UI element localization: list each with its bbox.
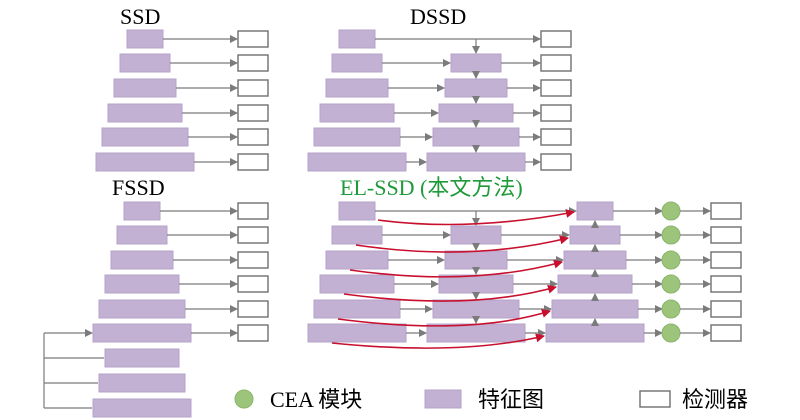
dssd-detector-2: [540, 54, 572, 72]
elssd-red-skip-3: [349, 259, 563, 278]
cea-module-3: [661, 250, 681, 270]
elssd-detector-1: [710, 202, 742, 220]
elssd-detector-6: [710, 324, 742, 342]
elssd-deconv-map-2: [450, 225, 502, 245]
elssd-feature-map-4: [319, 274, 395, 294]
dssd-title: DSSD: [410, 4, 466, 29]
dssd-feature-map-3: [325, 78, 389, 98]
elssd-detector-3: [710, 251, 742, 269]
elssd-feature-map-1: [338, 201, 376, 221]
dssd-feature-map-1: [338, 29, 376, 49]
legend-feature-swatch: [424, 389, 462, 409]
elssd-feature-map-3: [325, 250, 389, 270]
dssd-detector-6: [540, 153, 572, 171]
legend-cea-label: CEA 模块: [270, 387, 362, 412]
legend-detector-swatch: [639, 390, 671, 408]
ssd-feature-map-5: [101, 127, 189, 147]
elssd-red-skip-2: [355, 235, 569, 253]
ssd-feature-map-3: [113, 78, 177, 98]
elssd-fused-map-5: [551, 299, 639, 319]
fssd-feature-map-6: [92, 323, 192, 343]
fssd-detector-4: [237, 275, 269, 293]
cea-module-6: [661, 323, 681, 343]
elssd-red-skip-6: [331, 333, 545, 349]
dssd-detector-4: [540, 104, 572, 122]
ssd-detector-2: [237, 54, 269, 72]
elssd-fused-map-4: [557, 274, 633, 294]
fssd-title: FSSD: [112, 175, 165, 200]
dssd-deconv-map-3: [444, 78, 508, 98]
fssd-detector-3: [237, 251, 269, 269]
dssd-detector-5: [540, 128, 572, 146]
elssd-deconv-map-6: [426, 323, 526, 343]
elssd-detector-2: [710, 226, 742, 244]
fssd-input-map-2: [98, 373, 186, 393]
ssd-detector-4: [237, 104, 269, 122]
elssd-red-skip-4: [343, 284, 557, 302]
elssd-deconv-map-4: [438, 274, 514, 294]
elssd-red-skip-1: [377, 209, 575, 226]
cea-module-4: [661, 274, 681, 294]
dssd-feature-map-2: [331, 53, 383, 73]
legend-cea-swatch: [234, 389, 254, 409]
dssd-deconv-map-4: [438, 103, 514, 123]
elssd-title: EL-SSD (本文方法): [340, 175, 523, 200]
fssd-detector-2: [237, 226, 269, 244]
ssd-detector-1: [237, 30, 269, 48]
dssd-detector-1: [540, 30, 572, 48]
elssd-deconv-map-3: [444, 250, 508, 270]
fssd-detector-5: [237, 300, 269, 318]
ssd-feature-map-6: [95, 152, 195, 172]
elssd-red-skip-5: [337, 309, 551, 327]
fssd-feature-map-3: [110, 250, 174, 270]
fssd-feature-map-1: [123, 201, 161, 221]
ssd-title: SSD: [120, 4, 160, 29]
dssd-deconv-map-5: [432, 127, 520, 147]
legend: CEA 模块 特征图 检测器: [234, 387, 748, 412]
fssd-feature-map-5: [98, 299, 186, 319]
dssd-detector-3: [540, 79, 572, 97]
dssd-feature-map-6: [307, 152, 407, 172]
fssd-feature-map-4: [104, 274, 180, 294]
elssd-detector-4: [710, 275, 742, 293]
elssd-deconv-map-5: [432, 299, 520, 319]
ssd-detector-3: [237, 79, 269, 97]
elssd-feature-map-5: [313, 299, 401, 319]
elssd-detector-5: [710, 300, 742, 318]
fssd-input-map-3: [92, 398, 192, 418]
dssd-feature-map-4: [319, 103, 395, 123]
legend-detector-label: 检测器: [682, 387, 748, 412]
ssd-feature-map-4: [107, 103, 183, 123]
fssd-detector-1: [237, 202, 269, 220]
cea-module-2: [661, 225, 681, 245]
ssd-detector-5: [237, 128, 269, 146]
dssd-feature-map-5: [313, 127, 401, 147]
legend-feature-label: 特征图: [478, 387, 544, 412]
ssd-feature-map-2: [119, 53, 171, 73]
dssd-deconv-map-6: [426, 152, 526, 172]
elssd-fused-map-1: [576, 201, 614, 221]
fssd-input-map-1: [104, 348, 180, 368]
elssd-panel: EL-SSD (本文方法): [307, 175, 742, 349]
ssd-detector-6: [237, 153, 269, 171]
ssd-feature-map-1: [126, 29, 164, 49]
ssd-panel: SSD: [95, 4, 269, 172]
elssd-fused-map-2: [569, 225, 621, 245]
dssd-deconv-map-2: [450, 53, 502, 73]
fssd-panel: FSSD: [43, 175, 269, 418]
cea-module-5: [661, 299, 681, 319]
fssd-feature-map-2: [116, 225, 168, 245]
fssd-detector-6: [237, 324, 269, 342]
elssd-feature-map-6: [307, 323, 407, 343]
cea-module-1: [661, 201, 681, 221]
dssd-panel: DSSD: [307, 4, 572, 172]
elssd-fused-map-3: [563, 250, 627, 270]
elssd-fused-map-6: [545, 323, 645, 343]
elssd-feature-map-2: [331, 225, 383, 245]
